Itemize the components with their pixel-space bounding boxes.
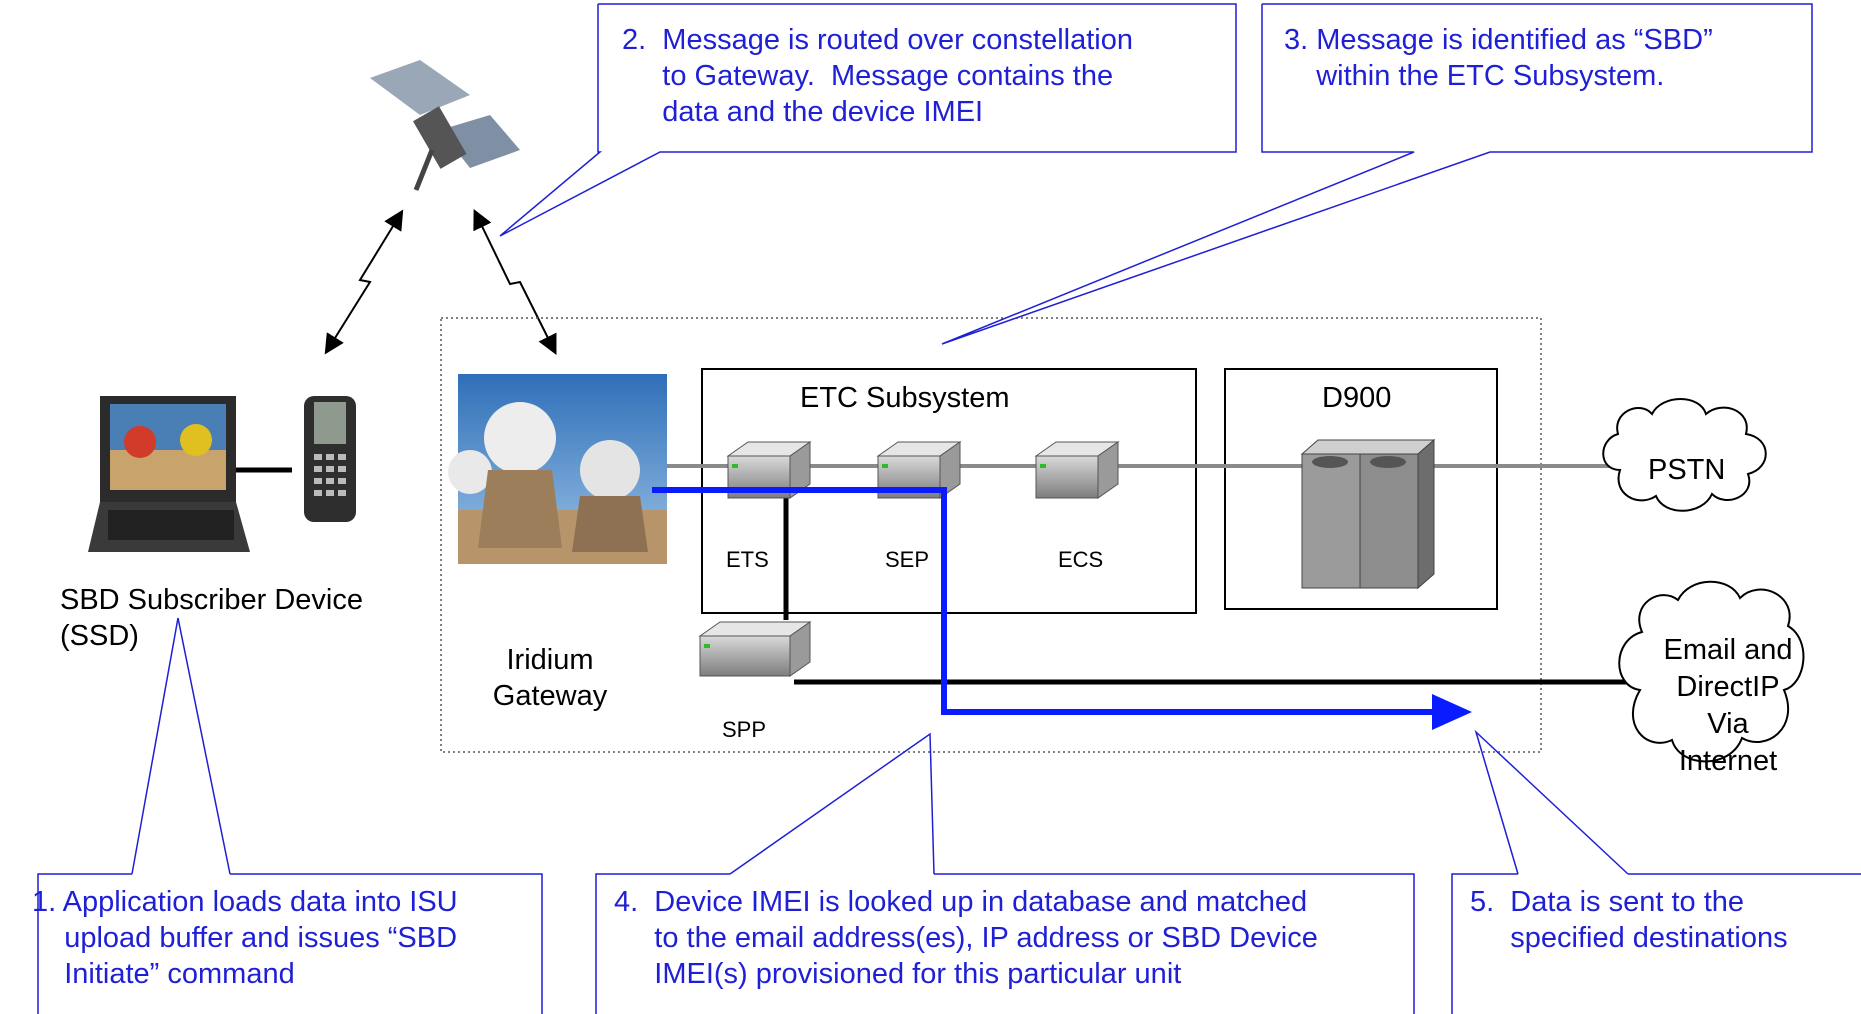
d900-label: D900 — [1322, 382, 1392, 414]
data-path-arrowhead — [1432, 694, 1472, 730]
pstn-label: PSTN — [1648, 454, 1726, 486]
cabinet-icon — [1300, 438, 1436, 590]
satellite-icon — [370, 60, 520, 191]
server-icon — [726, 441, 812, 499]
callout-3-shape — [941, 3, 1813, 345]
data-path — [652, 487, 1436, 715]
cloud-icon — [1602, 398, 1767, 512]
d900-box — [1224, 368, 1498, 610]
callout-2-shape — [499, 3, 1237, 237]
callout-3-text: 3. Message is identified as “SBD” within… — [1284, 24, 1713, 92]
server-icon — [1034, 441, 1120, 499]
iridium-gateway-label: Iridium Gateway — [492, 644, 608, 712]
handset-icon — [304, 396, 356, 522]
gateway-photo — [448, 374, 667, 564]
sep-label: SEP — [885, 547, 930, 572]
ssd-label: SBD Subscriber Device (SSD) — [60, 584, 363, 652]
uplink-arrow — [324, 209, 404, 355]
ecs-label: ECS — [1058, 547, 1104, 572]
callout-5-text: 5. Data is sent to the specified destina… — [1470, 886, 1788, 954]
callout-4-shape — [595, 732, 1415, 1014]
callout-1-shape — [37, 617, 543, 1014]
callout-1-text: 1. Application loads data into ISU uploa… — [32, 886, 458, 990]
etc-subsystem-label: ETC Subsystem — [800, 382, 1010, 414]
server-icon — [698, 621, 812, 677]
laptop-icon — [88, 396, 250, 552]
cloud-icon — [1618, 580, 1805, 763]
email-directip-label: Email and DirectIP Via Internet — [1663, 634, 1793, 777]
callout-5-shape — [1451, 729, 1861, 1014]
downlink-arrow — [473, 209, 557, 355]
callout-4-text: 4. Device IMEI is looked up in database … — [614, 886, 1318, 990]
ets-label: ETS — [726, 547, 769, 572]
spp-label: SPP — [722, 717, 767, 742]
callout-2-text: 2. Message is routed over constellation … — [622, 24, 1133, 128]
gateway-boundary — [440, 317, 1542, 753]
